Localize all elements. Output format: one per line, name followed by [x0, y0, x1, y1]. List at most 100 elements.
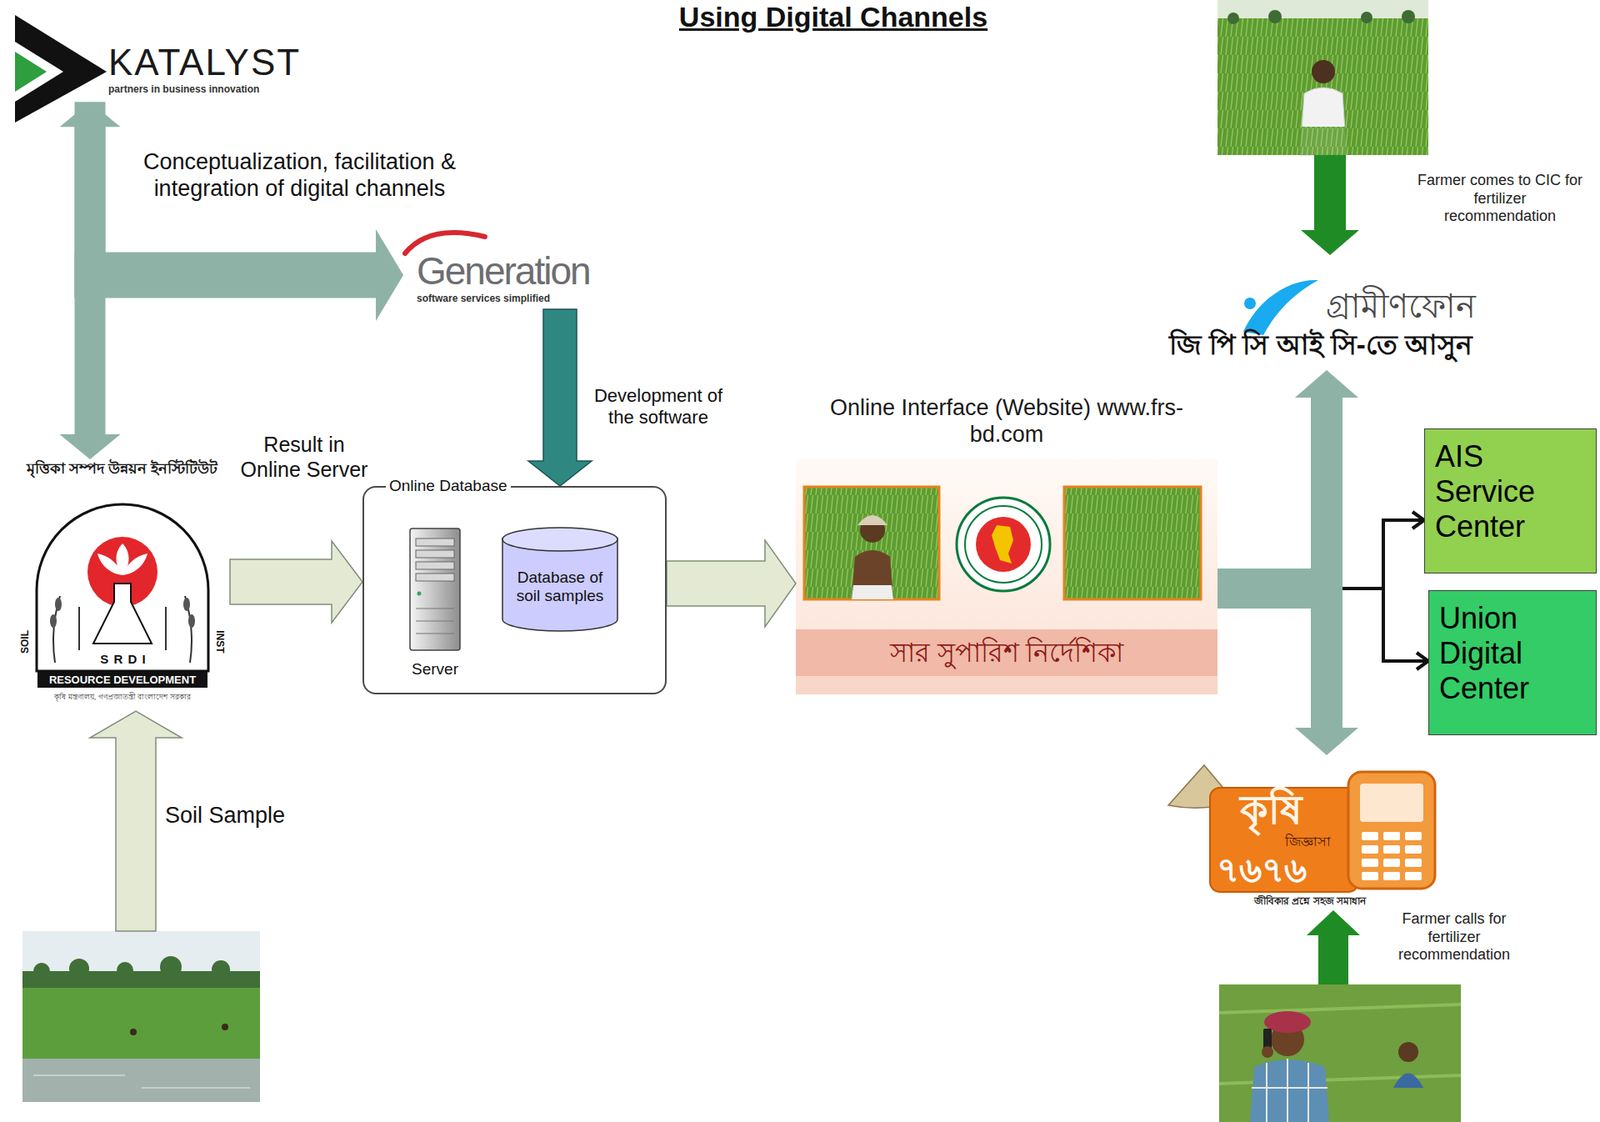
srdi-emblem	[37, 671, 208, 688]
field-photo	[33, 962, 50, 980]
farmer-photo	[1217, 0, 1429, 155]
caller-photo	[1265, 1062, 1268, 1122]
katalyst-logo: KATALYSTpartners in business innovation	[15, 15, 328, 102]
arrow-body	[666, 540, 796, 627]
farmer-photo	[1268, 10, 1282, 24]
node-text: SOIL	[18, 623, 32, 660]
caller-photo	[1250, 1059, 1330, 1122]
website-panel	[851, 585, 894, 600]
node-text: জিজ্ঞাসা	[1285, 833, 1331, 850]
field-photo	[22, 987, 260, 1059]
field-photo	[33, 1074, 125, 1076]
caller-photo	[1219, 984, 1461, 1122]
farmer-photo	[1311, 60, 1335, 84]
server-icon	[415, 573, 455, 581]
krishi-logo-art	[1383, 831, 1400, 840]
caller-photo	[1251, 1086, 1328, 1089]
node-text: software services simplified	[416, 292, 590, 305]
grameenphone-swoosh	[1243, 280, 1319, 335]
node-text: মৃত্তিকা সম্পদ উন্নয়ন ইনস্টিটিউট	[15, 459, 230, 479]
arrow-shaft	[1310, 568, 1343, 729]
node-text: কৃষি	[1240, 788, 1302, 833]
diagram-title: Using Digital Channels	[583, 0, 1084, 35]
node-text: Online Database	[385, 476, 511, 495]
node-text: S R D I	[65, 651, 182, 667]
arrow-head	[1412, 511, 1425, 529]
server-icon	[415, 538, 455, 546]
node-text: Database of soil samples	[508, 568, 612, 605]
field-photo	[69, 958, 90, 979]
server-icon	[415, 633, 455, 635]
krishi-logo-art	[1210, 787, 1359, 892]
node-text: ৭৬৭৬	[1216, 850, 1307, 890]
srdi-emblem	[55, 597, 62, 611]
server-icon	[415, 561, 455, 570]
website-panel	[956, 497, 1050, 591]
krishi-logo-art	[1361, 871, 1379, 880]
node-text: Online Interface (Website) www.frs-bd.co…	[829, 394, 1185, 449]
website-panel: Online Interface (Website) www.frs-bd.co…	[795, 459, 1218, 695]
node-text: সার সুপারিশ নির্দেশিকা	[795, 629, 1218, 676]
field-photo	[141, 1086, 250, 1089]
node-text: Server	[393, 660, 477, 679]
server-icon	[415, 608, 455, 610]
krishi-logo-art	[1361, 858, 1379, 867]
node-text: RESOURCE DEVELOPMENT	[37, 671, 208, 688]
block-arrow	[60, 101, 121, 460]
krishi-logo-art	[1405, 871, 1422, 880]
field-photo	[130, 1028, 137, 1035]
caller-photo	[1398, 1041, 1419, 1062]
arrow-body	[230, 540, 363, 623]
website-panel	[1064, 486, 1201, 600]
connector-label: Conceptualization, facilitation & integr…	[110, 148, 490, 203]
caller-photo	[1219, 984, 1461, 1122]
server-icon	[417, 591, 422, 596]
generation-swoosh	[405, 232, 485, 254]
node-text: গ্রামীণফোন	[1167, 284, 1475, 328]
block-arrow	[75, 101, 405, 321]
arrow-head	[1295, 370, 1359, 398]
farmer-photo	[1401, 10, 1415, 24]
field-photo	[116, 961, 134, 979]
node-text: কৃষি মন্ত্রণালয়, গণপ্রজাতন্ত্রী বাংলাদে…	[15, 690, 230, 704]
service-box: AIS Service Center	[1424, 428, 1597, 574]
cylinder-top	[502, 527, 618, 551]
website-panel	[975, 516, 1031, 572]
krishi-logo-art	[1168, 765, 1435, 892]
farmer-arrow	[1300, 155, 1360, 255]
farmer-photo	[1227, 12, 1240, 25]
arrow-body	[60, 101, 121, 460]
website-panel	[804, 486, 940, 600]
farmer-photo	[1360, 11, 1373, 24]
caller-photo	[1393, 1073, 1424, 1089]
block-arrow	[666, 540, 796, 627]
arrow-head	[375, 229, 404, 321]
note-label: Soil Sample	[165, 801, 332, 829]
block-arrow	[230, 540, 363, 623]
krishi-logo-art	[1405, 858, 1422, 867]
node-text: INST	[213, 623, 227, 660]
server-icon	[415, 620, 455, 622]
srdi-logo: মৃত্তিকা সম্পদ উন্নয়ন ইনস্টিটিউট S R D I…	[15, 459, 230, 709]
krishi-logo-art	[1405, 831, 1422, 840]
note-label: Farmer comes to CIC for fertilizer recom…	[1416, 171, 1584, 226]
farmer-photo	[1217, 126, 1429, 155]
service-box: Union Digital Center	[1428, 590, 1597, 735]
website-panel	[795, 629, 1218, 676]
note-label: Farmer calls for fertilizer recommendati…	[1375, 910, 1534, 965]
srdi-emblem	[183, 597, 190, 611]
srdi-emblem	[36, 504, 209, 688]
field-photo	[160, 955, 182, 978]
grameenphone-swoosh	[1244, 297, 1256, 310]
website-panel	[965, 505, 1042, 583]
katalyst-mark	[15, 41, 64, 102]
farmer-arrow	[1300, 155, 1360, 255]
krishi-logo-art	[1405, 845, 1422, 854]
field-photo	[211, 960, 230, 979]
arrow-head	[1295, 727, 1359, 755]
generation-swoosh	[405, 232, 485, 254]
arrow-body	[528, 309, 592, 486]
node-text: Union Digital Center	[1439, 600, 1586, 706]
website-panel	[795, 675, 1218, 695]
